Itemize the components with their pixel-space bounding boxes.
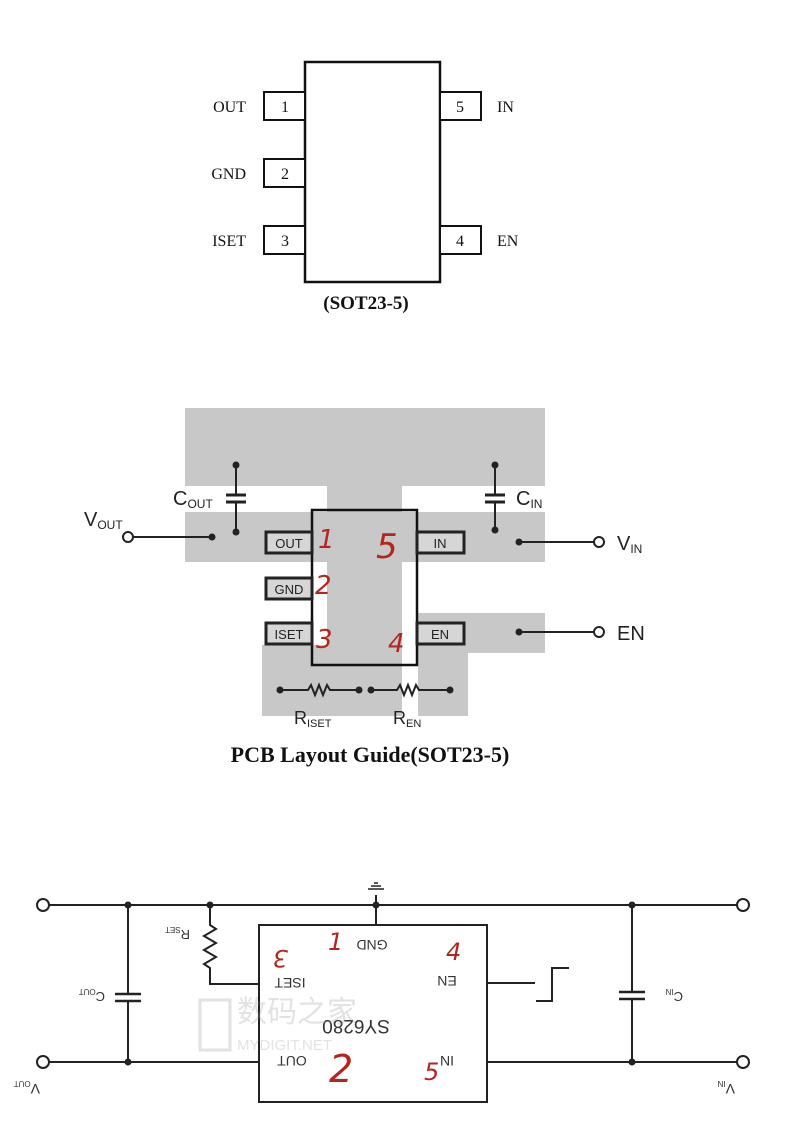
pin-5 <box>439 91 482 121</box>
terminal <box>36 898 50 912</box>
pin-number: 5 <box>456 99 464 116</box>
vout-terminal <box>122 531 134 543</box>
riset-label: RISET <box>294 708 332 730</box>
handwritten-pin-number: 5 <box>424 1058 439 1086</box>
pin-number: 1 <box>281 99 289 116</box>
pin-label: GND <box>356 937 387 953</box>
pad-iset <box>264 621 314 646</box>
pin-3 <box>263 225 306 255</box>
pin-2 <box>263 158 306 188</box>
vin-label: VIN <box>617 533 642 556</box>
pad-en <box>415 621 466 646</box>
pad-gnd <box>264 576 314 601</box>
package-label: (SOT23-5) <box>323 293 409 314</box>
pin-label: OUT <box>213 99 246 116</box>
pin-label: IN <box>440 1053 454 1069</box>
chip-name: SY6280 <box>322 1015 390 1036</box>
pin-label: EN <box>437 973 456 989</box>
pin-label: GND <box>211 166 246 183</box>
handwritten-pin-number: 1 <box>318 525 335 555</box>
riset-resistor <box>276 682 363 698</box>
cout-label: COUT <box>79 987 105 1004</box>
ic-body <box>303 60 442 284</box>
handwritten-pin-number: 2 <box>329 1047 353 1091</box>
handwritten-pin-number: 2 <box>315 571 332 601</box>
pin-number: 2 <box>281 166 289 183</box>
ic-body <box>258 924 488 1103</box>
pin-1 <box>263 91 306 121</box>
pad-label: ISET <box>275 627 304 642</box>
svg-text:MYDIGIT.NET: MYDIGIT.NET <box>237 1037 332 1054</box>
pin-4 <box>439 225 482 255</box>
ren-label: REN <box>393 708 421 730</box>
pin-label: OUT <box>277 1053 307 1069</box>
pin-number: 4 <box>456 233 464 250</box>
watermark-logo-icon <box>198 998 232 1052</box>
ren-resistor <box>367 682 454 698</box>
pcb-layout-diagram: OUT GND ISET IN EN <box>84 408 645 767</box>
pin-label: EN <box>497 233 519 250</box>
vout-terminal <box>36 1055 50 1069</box>
handwritten-pin-number: 3 <box>316 625 333 655</box>
vin-label: VIN <box>717 1079 735 1097</box>
cin-label: CIN <box>516 488 542 511</box>
watermark: 数码之家 MYDIGIT.NET <box>198 996 357 1054</box>
pin-label: ISET <box>274 975 306 991</box>
cout-label: COUT <box>173 488 213 511</box>
layout-title: PCB Layout Guide(SOT23-5) <box>231 742 510 767</box>
vout-label: VOUT <box>84 509 123 532</box>
handwritten-pin-number: 3 <box>273 944 288 972</box>
handwritten-pin-number: 4 <box>446 938 461 966</box>
copper-areas <box>185 408 545 716</box>
terminal <box>736 898 750 912</box>
pad-in <box>415 530 466 555</box>
application-schematic: GND ISET OUT EN IN SY6280 RSET COUT CIN … <box>14 882 750 1103</box>
handwritten-pin-number: 4 <box>388 629 405 659</box>
vin-terminal <box>736 1055 750 1069</box>
svg-text:数码之家: 数码之家 <box>237 996 357 1029</box>
pad-label: OUT <box>275 536 303 551</box>
pin-label: IN <box>497 99 514 116</box>
handwritten-pin-number: 5 <box>376 527 398 567</box>
vin-terminal <box>593 536 605 548</box>
vout-label: VOUT <box>14 1079 40 1097</box>
pad-label: EN <box>431 627 449 642</box>
cin-label: CIN <box>665 987 683 1004</box>
enable-step-icon <box>536 967 569 1002</box>
pin-label: ISET <box>212 233 246 250</box>
pin-number: 3 <box>281 233 289 250</box>
en-terminal <box>593 626 605 638</box>
pinout-diagram: 1 2 3 5 4 OUT GND ISET IN EN (SOT23-5) <box>211 60 519 314</box>
handwritten-pin-number: 1 <box>328 928 343 956</box>
rset-resistor <box>202 905 259 985</box>
pad-label: IN <box>434 536 447 551</box>
rset-label: RSET <box>165 925 190 942</box>
pad-label: GND <box>275 582 304 597</box>
pad-out <box>264 530 314 555</box>
en-label: EN <box>617 623 645 645</box>
